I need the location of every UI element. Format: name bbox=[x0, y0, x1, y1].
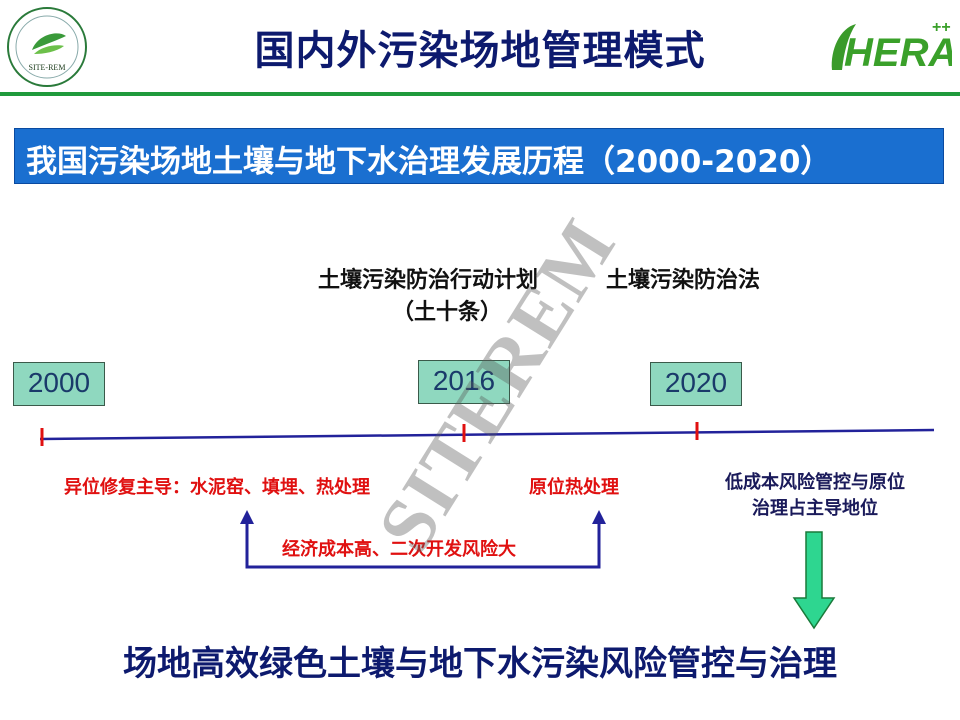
phase-ex-situ-label: 异位修复主导：水泥窑、填埋、热处理 bbox=[64, 477, 370, 498]
bracket-label: 经济成本高、二次开发风险大 bbox=[282, 539, 516, 560]
conclusion-text: 场地高效绿色土壤与地下水污染风险管控与治理 bbox=[123, 644, 837, 684]
phase-risk-control-line2: 治理占主导地位 bbox=[752, 498, 878, 519]
siterem-logo: SITE-REM bbox=[7, 7, 87, 87]
phase-risk-control-label: 低成本风险管控与原位 治理占主导地位 bbox=[700, 470, 930, 522]
down-arrow bbox=[792, 531, 836, 630]
action-plan-sublabel: （土十条） bbox=[392, 300, 503, 325]
action-plan-label: 土壤污染防治行动计划 bbox=[318, 268, 539, 293]
logo-left-text: SITE-REM bbox=[29, 63, 66, 72]
banner-text: 我国污染场地土壤与地下水治理发展历程（2000-2020） bbox=[26, 144, 832, 180]
svg-text:++: ++ bbox=[932, 19, 951, 36]
soil-law-label: 土壤污染防治法 bbox=[606, 268, 761, 293]
year-2016-box: 2016 bbox=[418, 360, 510, 404]
phase-risk-control-line1: 低成本风险管控与原位 bbox=[725, 472, 905, 493]
year-2000-box: 2000 bbox=[13, 362, 105, 406]
timeline-axis bbox=[39, 428, 935, 441]
logo-right-text: HERA bbox=[844, 31, 952, 75]
phase-in-situ-label: 原位热处理 bbox=[529, 477, 619, 498]
bracket-line bbox=[245, 520, 601, 569]
bracket-arrow-left bbox=[240, 510, 254, 524]
bracket-arrow-right bbox=[592, 510, 606, 524]
year-2020-box: 2020 bbox=[650, 362, 742, 406]
title-divider bbox=[0, 92, 960, 96]
hera-logo: HERA ++ bbox=[831, 19, 952, 75]
section-banner bbox=[14, 128, 944, 184]
page-title: 国内外污染场地管理模式 bbox=[254, 28, 706, 74]
